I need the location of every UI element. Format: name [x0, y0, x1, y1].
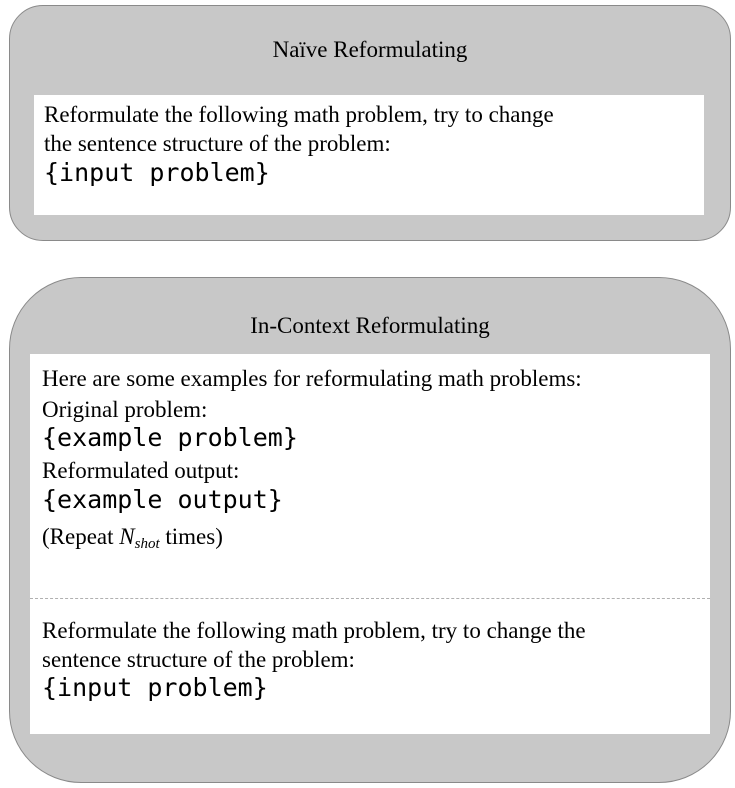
examples-intro-text: Here are some examples for reformulating… — [42, 366, 582, 391]
naive-input-placeholder: {input problem} — [44, 158, 270, 187]
naive-prompt-card: Reformulate the following math problem, … — [34, 95, 704, 215]
section-divider — [30, 598, 710, 599]
example-output-placeholder: {example output} — [42, 485, 283, 514]
repeat-nshot-note: (Repeat Nshot times) — [42, 523, 223, 558]
repeat-suffix: times) — [159, 524, 223, 549]
nshot-subscript: shot — [134, 536, 160, 552]
nshot-variable: N — [119, 524, 135, 549]
instruction-line-2: sentence structure of the problem: — [42, 647, 355, 672]
example-problem-placeholder: {example problem} — [42, 423, 298, 452]
naive-panel-title: Naïve Reformulating — [272, 37, 468, 62]
naive-prompt-line-2: the sentence structure of the problem: — [44, 131, 391, 156]
original-problem-label: Original problem: — [42, 397, 208, 422]
in-context-reformulating-panel: In-Context Reformulating Here are some e… — [9, 277, 731, 783]
input-problem-placeholder: {input problem} — [42, 673, 268, 702]
instruction-line-1: Reformulate the following math problem, … — [42, 618, 586, 643]
naive-reformulating-panel: Naïve Reformulating Reformulate the foll… — [9, 5, 731, 241]
in-context-prompt-card: Here are some examples for reformulating… — [30, 354, 710, 734]
naive-prompt-line-1: Reformulate the following math problem, … — [44, 102, 554, 127]
in-context-panel-title: In-Context Reformulating — [250, 313, 490, 338]
reformulated-output-label: Reformulated output: — [42, 458, 240, 483]
repeat-prefix: (Repeat — [42, 524, 120, 549]
